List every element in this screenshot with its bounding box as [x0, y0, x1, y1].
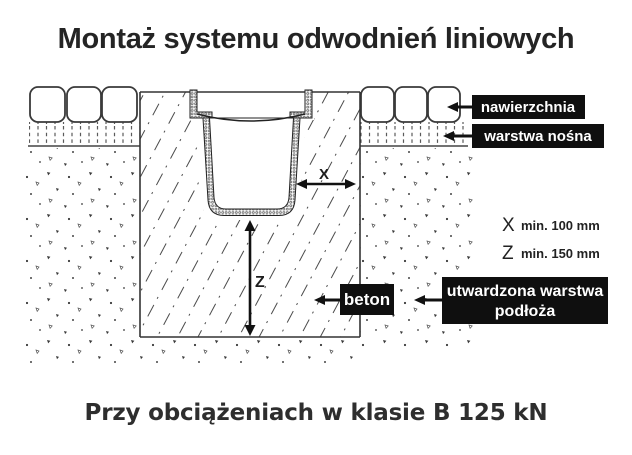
z-spec-value: min. 150 mm: [521, 246, 600, 261]
surface-label: nawierzchnia: [481, 99, 576, 116]
surface-label-box: [472, 95, 585, 119]
channel-rim-right: [289, 89, 313, 119]
z-arrowhead-bottom: [244, 325, 256, 336]
substrate-label-line1: utwardzona warstwa: [447, 283, 604, 300]
channel-inner-curve: [196, 113, 306, 122]
bearing-layer: [28, 122, 468, 147]
substrate-label-box: [442, 277, 608, 324]
drainage-channel: [189, 89, 313, 216]
paving-block: [66, 86, 102, 123]
concrete-arrowhead: [314, 295, 325, 305]
page-title: Montaż systemu odwodnień liniowych: [58, 23, 575, 55]
callout-bearing-layer: warstwa nośna: [443, 124, 604, 148]
bearing-arrowhead: [443, 131, 454, 141]
x-arrowhead-left: [296, 179, 307, 189]
paving-block: [427, 86, 461, 123]
substrate-label-line2: podłoża: [495, 303, 556, 320]
z-arrow-label: Z: [255, 274, 265, 291]
substrate-below: [140, 340, 360, 366]
bearing-label: warstwa nośna: [483, 128, 592, 145]
bearing-label-box: [472, 124, 604, 148]
dimension-z-arrow: Z: [244, 220, 265, 336]
paving-block: [29, 86, 66, 123]
paving-block: [360, 86, 395, 123]
channel-rim-left: [189, 89, 213, 119]
load-class-caption: Przy obciążeniach w klasie B 125 kN: [85, 400, 548, 426]
channel-cutout: [187, 92, 314, 220]
surface-arrowhead: [447, 102, 458, 112]
x-spec-value: min. 100 mm: [521, 218, 600, 233]
substrate-texture: [26, 148, 473, 366]
x-spec-letter: X: [502, 215, 515, 236]
callout-surface: nawierzchnia: [447, 95, 585, 119]
concrete-label-box: [340, 284, 394, 315]
substrate-left: [26, 148, 140, 366]
dimension-x-arrow: X: [296, 166, 356, 189]
channel-body-wall: [202, 117, 301, 216]
paving-block: [101, 86, 138, 123]
concrete-label: beton: [344, 290, 390, 309]
bearing-layer-left: [29, 122, 140, 146]
paving-blocks: [29, 86, 461, 123]
callout-substrate: utwardzona warstwa podłoża: [414, 277, 608, 324]
z-arrowhead-top: [244, 220, 256, 231]
z-spec-letter: Z: [502, 243, 514, 264]
x-arrow-label: X: [319, 166, 329, 183]
dimension-specs: X min. 100 mm Z min. 150 mm: [502, 215, 600, 264]
paving-block: [394, 86, 428, 123]
callout-concrete: beton: [314, 284, 394, 315]
substrate-arrowhead: [414, 295, 425, 305]
x-arrowhead-right: [345, 179, 356, 189]
